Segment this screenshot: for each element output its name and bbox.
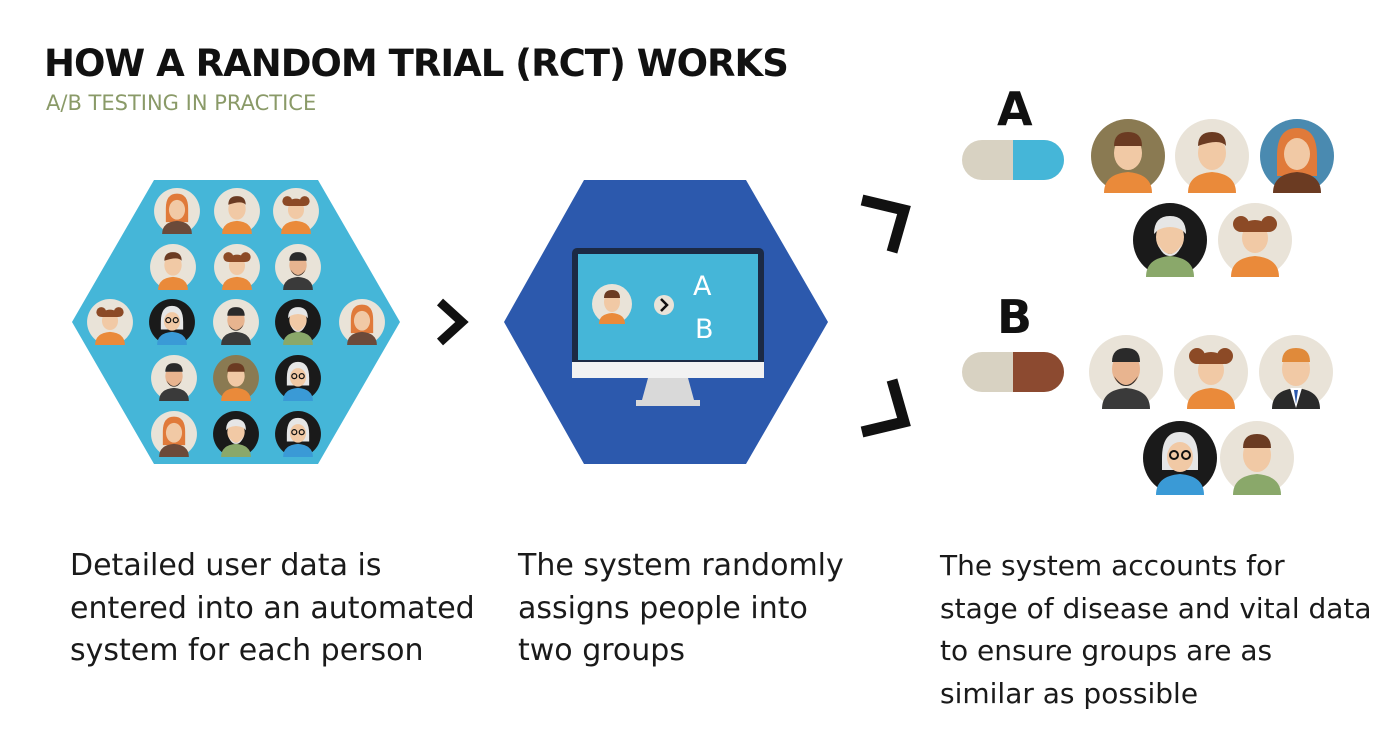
caption-line: The system accounts for: [940, 549, 1285, 582]
monitor-icon: A B: [572, 248, 764, 406]
group-b-people: [1089, 335, 1333, 496]
screen-letter-a: A: [693, 271, 712, 302]
caption-line: system for each person: [70, 633, 424, 668]
caption-step-2: The system randomly assigns people into …: [518, 545, 844, 673]
group-b-label: B: [997, 290, 1033, 344]
caption-line: entered into an automated: [70, 590, 475, 626]
pill-b-icon: [962, 352, 1064, 392]
caption-line: assigns people into: [518, 590, 808, 626]
caption-line: to ensure groups are as: [940, 634, 1273, 667]
caption-line: similar as possible: [940, 676, 1199, 710]
caption-line: two groups: [518, 633, 685, 668]
group-a-label: A: [997, 82, 1033, 136]
screen-letter-b: B: [695, 314, 714, 345]
diagram-subtitle: A/B TESTING IN PRACTICE: [46, 91, 317, 115]
arrow-up-icon: [860, 194, 911, 254]
caption-line: Detailed user data is: [70, 548, 382, 583]
caption-step-3: The system accounts for stage of disease…: [940, 545, 1372, 715]
chevron-right-icon: [436, 298, 469, 346]
caption-line: stage of disease and vital data: [940, 591, 1372, 625]
caption-line: The system randomly: [518, 548, 844, 583]
pill-a-icon: [962, 140, 1064, 180]
diagram-title: HOW A RANDOM TRIAL (RCT) WORKS: [44, 42, 789, 85]
caption-step-1: Detailed user data is entered into an au…: [70, 545, 475, 673]
arrow-down-icon: [860, 378, 911, 438]
group-a-people: [1091, 119, 1334, 277]
